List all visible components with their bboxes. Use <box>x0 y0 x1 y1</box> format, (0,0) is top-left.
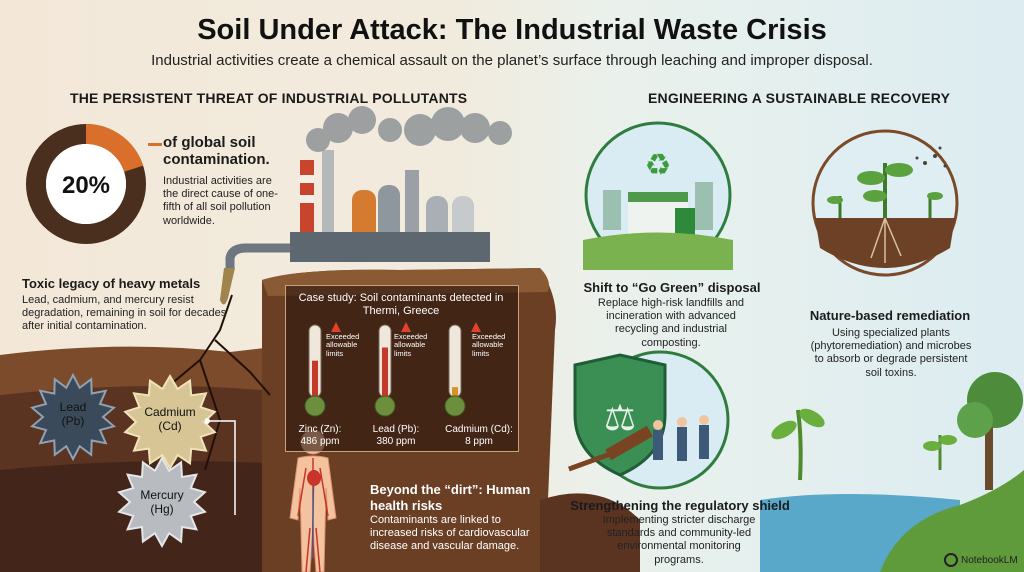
page-subtitle: Industrial activities create a chemical … <box>151 52 873 69</box>
right-section-heading: ENGINEERING A SUSTAINABLE RECOVERY <box>648 90 951 106</box>
lead-label: Lead (Pb): <box>372 424 420 435</box>
case-study-panel <box>285 285 519 452</box>
stat-headline: of global soil contamination. <box>163 134 270 169</box>
donut-center <box>46 144 126 224</box>
brand-name: NotebookLM <box>961 554 1018 566</box>
mercury-symbol: (Hg) <box>150 502 174 517</box>
recycling-illustration: ♻ <box>583 121 733 270</box>
brand-watermark: NotebookLM <box>944 553 1018 567</box>
recovery-1-title: Shift to “Go Green” disposal <box>583 280 761 295</box>
donut-value: 20% <box>62 172 110 199</box>
zinc-thermometer-bulb <box>304 395 326 417</box>
recovery-3-body: Implementing stricter discharge standard… <box>602 514 756 566</box>
zinc-warning: Exceeded allowable limits <box>326 332 360 358</box>
mercury-badge-shape <box>117 455 207 549</box>
cadmium-value: 8 ppm <box>465 436 493 447</box>
lead-warning-icon <box>401 322 411 332</box>
lead-thermometer-fill <box>382 347 388 397</box>
recovery-1-body: Replace high-risk landfills and incinera… <box>597 297 745 349</box>
toxic-title: Toxic legacy of heavy metals <box>22 276 201 291</box>
cadmium-warning: Exceeded allowable limits <box>472 332 506 358</box>
scale-icon: ⚖ <box>604 397 636 438</box>
lead-badge: Lead (Pb) <box>38 400 108 429</box>
toxic-body: Lead, cadmium, and mercury resist degrad… <box>22 294 227 333</box>
regulatory-illustration: ⚖ <box>568 350 730 490</box>
page-title: Soil Under Attack: The Industrial Waste … <box>197 14 827 46</box>
lead-symbol: (Pb) <box>61 414 85 429</box>
cadmium-warning-icon <box>471 322 481 332</box>
donut-fill <box>26 124 146 244</box>
cadmium-label: Cadmium (Cd): <box>445 424 513 435</box>
cadmium-badge-shape <box>123 374 217 470</box>
lead-name: Lead <box>59 400 87 414</box>
health-title: Beyond the “dirt”: Human health risks <box>370 482 531 513</box>
lead-reading: Lead (Pb): 380 ppm <box>366 424 426 448</box>
lead-thermometer-bulb <box>374 395 396 417</box>
cadmium-name: Cadmium <box>144 405 196 419</box>
cadmium-reading: Cadmium (Cd): 8 ppm <box>442 424 516 448</box>
left-section-heading: THE PERSISTENT THREAT OF INDUSTRIAL POLL… <box>70 90 468 106</box>
zinc-reading: Zinc (Zn): 486 ppm <box>290 424 350 448</box>
mercury-name: Mercury <box>140 488 184 502</box>
cadmium-symbol: (Cd) <box>158 419 182 434</box>
donut-chart: 20% <box>26 124 146 244</box>
cadmium-thermometer-tube <box>448 324 462 398</box>
stat-body: Industrial activities are the direct cau… <box>163 175 278 227</box>
mercury-badge: Mercury (Hg) <box>120 488 204 517</box>
case-study-title: Case study: Soil contaminants detected i… <box>298 292 504 318</box>
health-connector <box>205 418 236 515</box>
cadmium-thermometer-bulb <box>444 395 466 417</box>
lead-value: 380 ppm <box>376 436 416 447</box>
stat-connector <box>148 143 162 146</box>
health-body: Contaminants are linked to increased ris… <box>370 514 530 553</box>
thermometer-group <box>304 322 481 417</box>
recovery-3-title: Strengthening the regulatory shield <box>570 498 790 513</box>
zinc-label: Zinc (Zn): <box>298 424 342 435</box>
notebooklm-logo-icon <box>944 553 958 567</box>
zinc-thermometer-fill <box>312 360 318 397</box>
zinc-value: 486 ppm <box>300 436 340 447</box>
cadmium-badge: Cadmium (Cd) <box>128 405 212 434</box>
recycle-icon: ♻ <box>645 149 672 182</box>
zinc-warning-icon <box>331 322 341 332</box>
lead-badge-shape <box>30 372 116 462</box>
recovery-2-title: Nature-based remediation <box>809 308 971 323</box>
lead-warning: Exceeded allowable limits <box>394 332 428 358</box>
recovery-2-body: Using specialized plants (phytoremediati… <box>810 327 972 379</box>
phytoremediation-illustration <box>811 129 959 277</box>
cadmium-thermometer-fill <box>452 387 458 397</box>
